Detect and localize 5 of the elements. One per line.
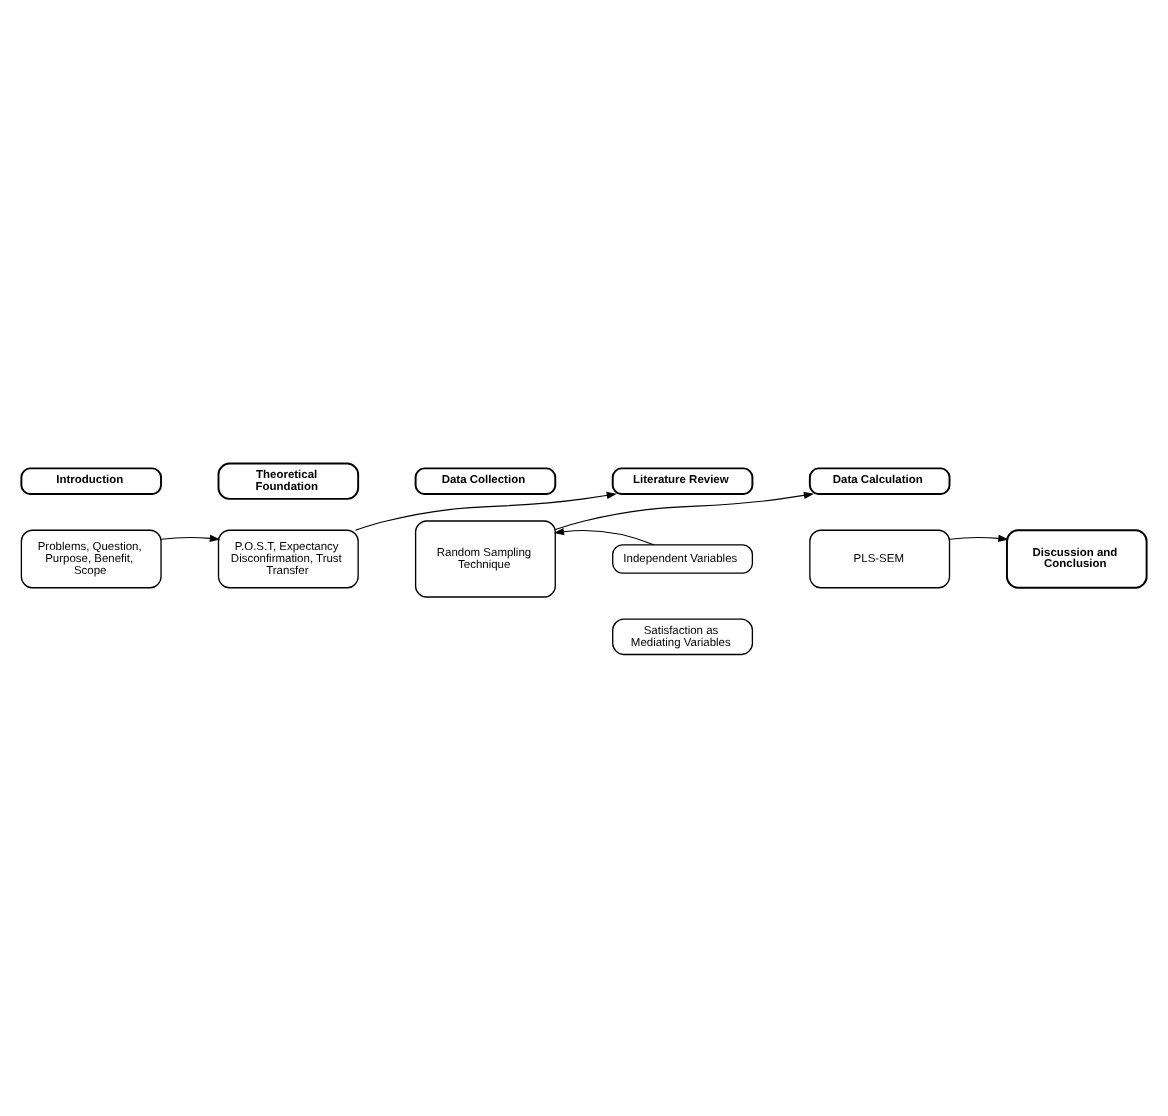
arrow [160, 533, 221, 541]
arrow [949, 533, 1009, 541]
arrow [553, 527, 655, 545]
arrow [354, 490, 617, 530]
arrow [554, 490, 815, 530]
